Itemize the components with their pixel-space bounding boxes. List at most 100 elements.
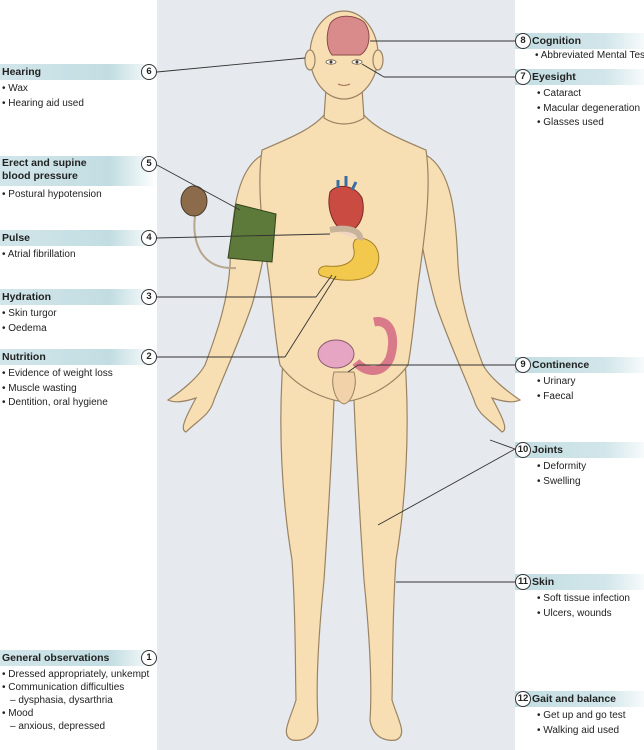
panel-title: Hearing 6 [0, 64, 157, 80]
panel-items: • Get up and go test • Walking aid used [515, 709, 644, 738]
list-item: • Communication difficulties [2, 682, 125, 693]
number-badge: 2 [141, 349, 157, 365]
number-badge: 10 [515, 442, 531, 458]
list-item: • Glasses used [537, 117, 604, 128]
panel-items: • Evidence of weight loss • Muscle wasti… [0, 367, 157, 411]
list-item: • Faecal [537, 390, 574, 402]
list-item: • Macular degeneration [537, 102, 641, 114]
panel-title: General observations 1 [0, 650, 157, 666]
panel-items: • Atrial fibrillation [0, 248, 157, 263]
colon [352, 317, 398, 375]
list-item: • Atrial fibrillation [2, 249, 76, 260]
number-badge: 5 [141, 156, 157, 172]
list-item: • Soft tissue infection [537, 593, 630, 604]
number-badge: 4 [141, 230, 157, 246]
number-badge: 3 [141, 289, 157, 305]
panel-items: • Dressed appropriately, unkempt • Commu… [0, 668, 157, 733]
panel-title-text: Skin [532, 576, 555, 588]
panel-title: Hydration 3 [0, 289, 157, 305]
panel-blood-pressure: Erect and supine blood pressure 5 • Postu… [0, 156, 157, 203]
panel-items: • Abbreviated Mental Test [515, 49, 644, 64]
list-item: – anxious, depressed [10, 721, 106, 732]
stomach [318, 237, 380, 281]
genitals [332, 371, 356, 405]
list-item: • Muscle wasting [2, 382, 77, 394]
left-leg [280, 358, 335, 741]
list-item: • Walking aid used [537, 724, 620, 736]
bp-cuff [227, 203, 277, 263]
list-item: • Get up and go test [537, 710, 626, 721]
panel-title-text: Hearing [2, 66, 42, 78]
number-badge: 11 [515, 574, 531, 590]
panel-items: • Wax • Hearing aid used [0, 82, 157, 111]
panel-title-text: Pulse [2, 232, 31, 244]
panel-items: • Soft tissue infection • Ulcers, wounds [515, 592, 644, 621]
list-item: • Deformity [537, 461, 587, 472]
panel-title-text: Joints [532, 444, 563, 456]
panel-pulse: Pulse 4 • Atrial fibrillation [0, 230, 157, 263]
right-arm [415, 154, 522, 433]
panel-nutrition: Nutrition 2 • Evidence of weight loss • M… [0, 349, 157, 411]
brain [326, 15, 370, 56]
panel-general-observations: General observations 1 • Dressed appropri… [0, 650, 157, 733]
list-item: • Swelling [537, 475, 581, 487]
list-item: • Mood [2, 708, 34, 719]
list-item: • Oedema [2, 322, 47, 334]
panel-items: • Deformity • Swelling [515, 460, 644, 489]
number-badge: 6 [141, 64, 157, 80]
list-item: • Abbreviated Mental Test [535, 50, 644, 61]
panel-items: • Postural hypotension [0, 188, 157, 203]
panel-items: • Skin turgor • Oedema [0, 307, 157, 336]
bp-bulb [180, 185, 208, 217]
panel-items: • Cataract • Macular degeneration • Glas… [515, 87, 644, 131]
list-item: • Dentition, oral hygiene [2, 397, 108, 408]
panel-title-text: Continence [532, 359, 590, 371]
right-ear [372, 49, 384, 71]
heart [328, 185, 364, 233]
panel-items: • Urinary • Faecal [515, 375, 644, 404]
number-badge: 8 [515, 33, 531, 49]
panel-title-text: Cognition [532, 35, 581, 47]
panel-title-text: Hydration [2, 291, 52, 303]
panel-title-text: Eyesight [532, 71, 576, 83]
panel-title-text: Nutrition [2, 351, 46, 363]
number-badge: 12 [515, 691, 531, 707]
list-item: • Hearing aid used [2, 97, 84, 109]
panel-hydration: Hydration 3 • Skin turgor • Oedema [0, 289, 157, 336]
list-item: • Skin turgor [2, 308, 57, 319]
bp-tube [193, 209, 237, 270]
panel-title: Pulse 4 [0, 230, 157, 246]
list-item: • Urinary [537, 376, 576, 387]
left-ear [304, 49, 316, 71]
panel-title: Nutrition 2 [0, 349, 157, 365]
panel-hearing: Hearing 6 • Wax • Hearing aid used [0, 64, 157, 111]
list-item: • Postural hypotension [2, 189, 102, 200]
list-item: • Cataract [537, 88, 582, 99]
number-badge: 1 [141, 650, 157, 666]
panel-title-text: General observations [2, 652, 110, 664]
list-item: – dysphasia, dysarthria [10, 695, 113, 706]
panel-title-text: Gait and balance [532, 693, 617, 705]
list-item: • Ulcers, wounds [537, 607, 612, 619]
bladder [317, 339, 355, 369]
number-badge: 7 [515, 69, 531, 85]
panel-title: Erect and supine blood pressure 5 [0, 156, 157, 186]
list-item: • Wax [2, 83, 28, 94]
panel-title-text: Erect and supine blood pressure [2, 157, 87, 182]
list-item: • Evidence of weight loss [2, 368, 113, 379]
right-leg [353, 358, 408, 741]
list-item: • Dressed appropriately, unkempt [2, 669, 150, 680]
